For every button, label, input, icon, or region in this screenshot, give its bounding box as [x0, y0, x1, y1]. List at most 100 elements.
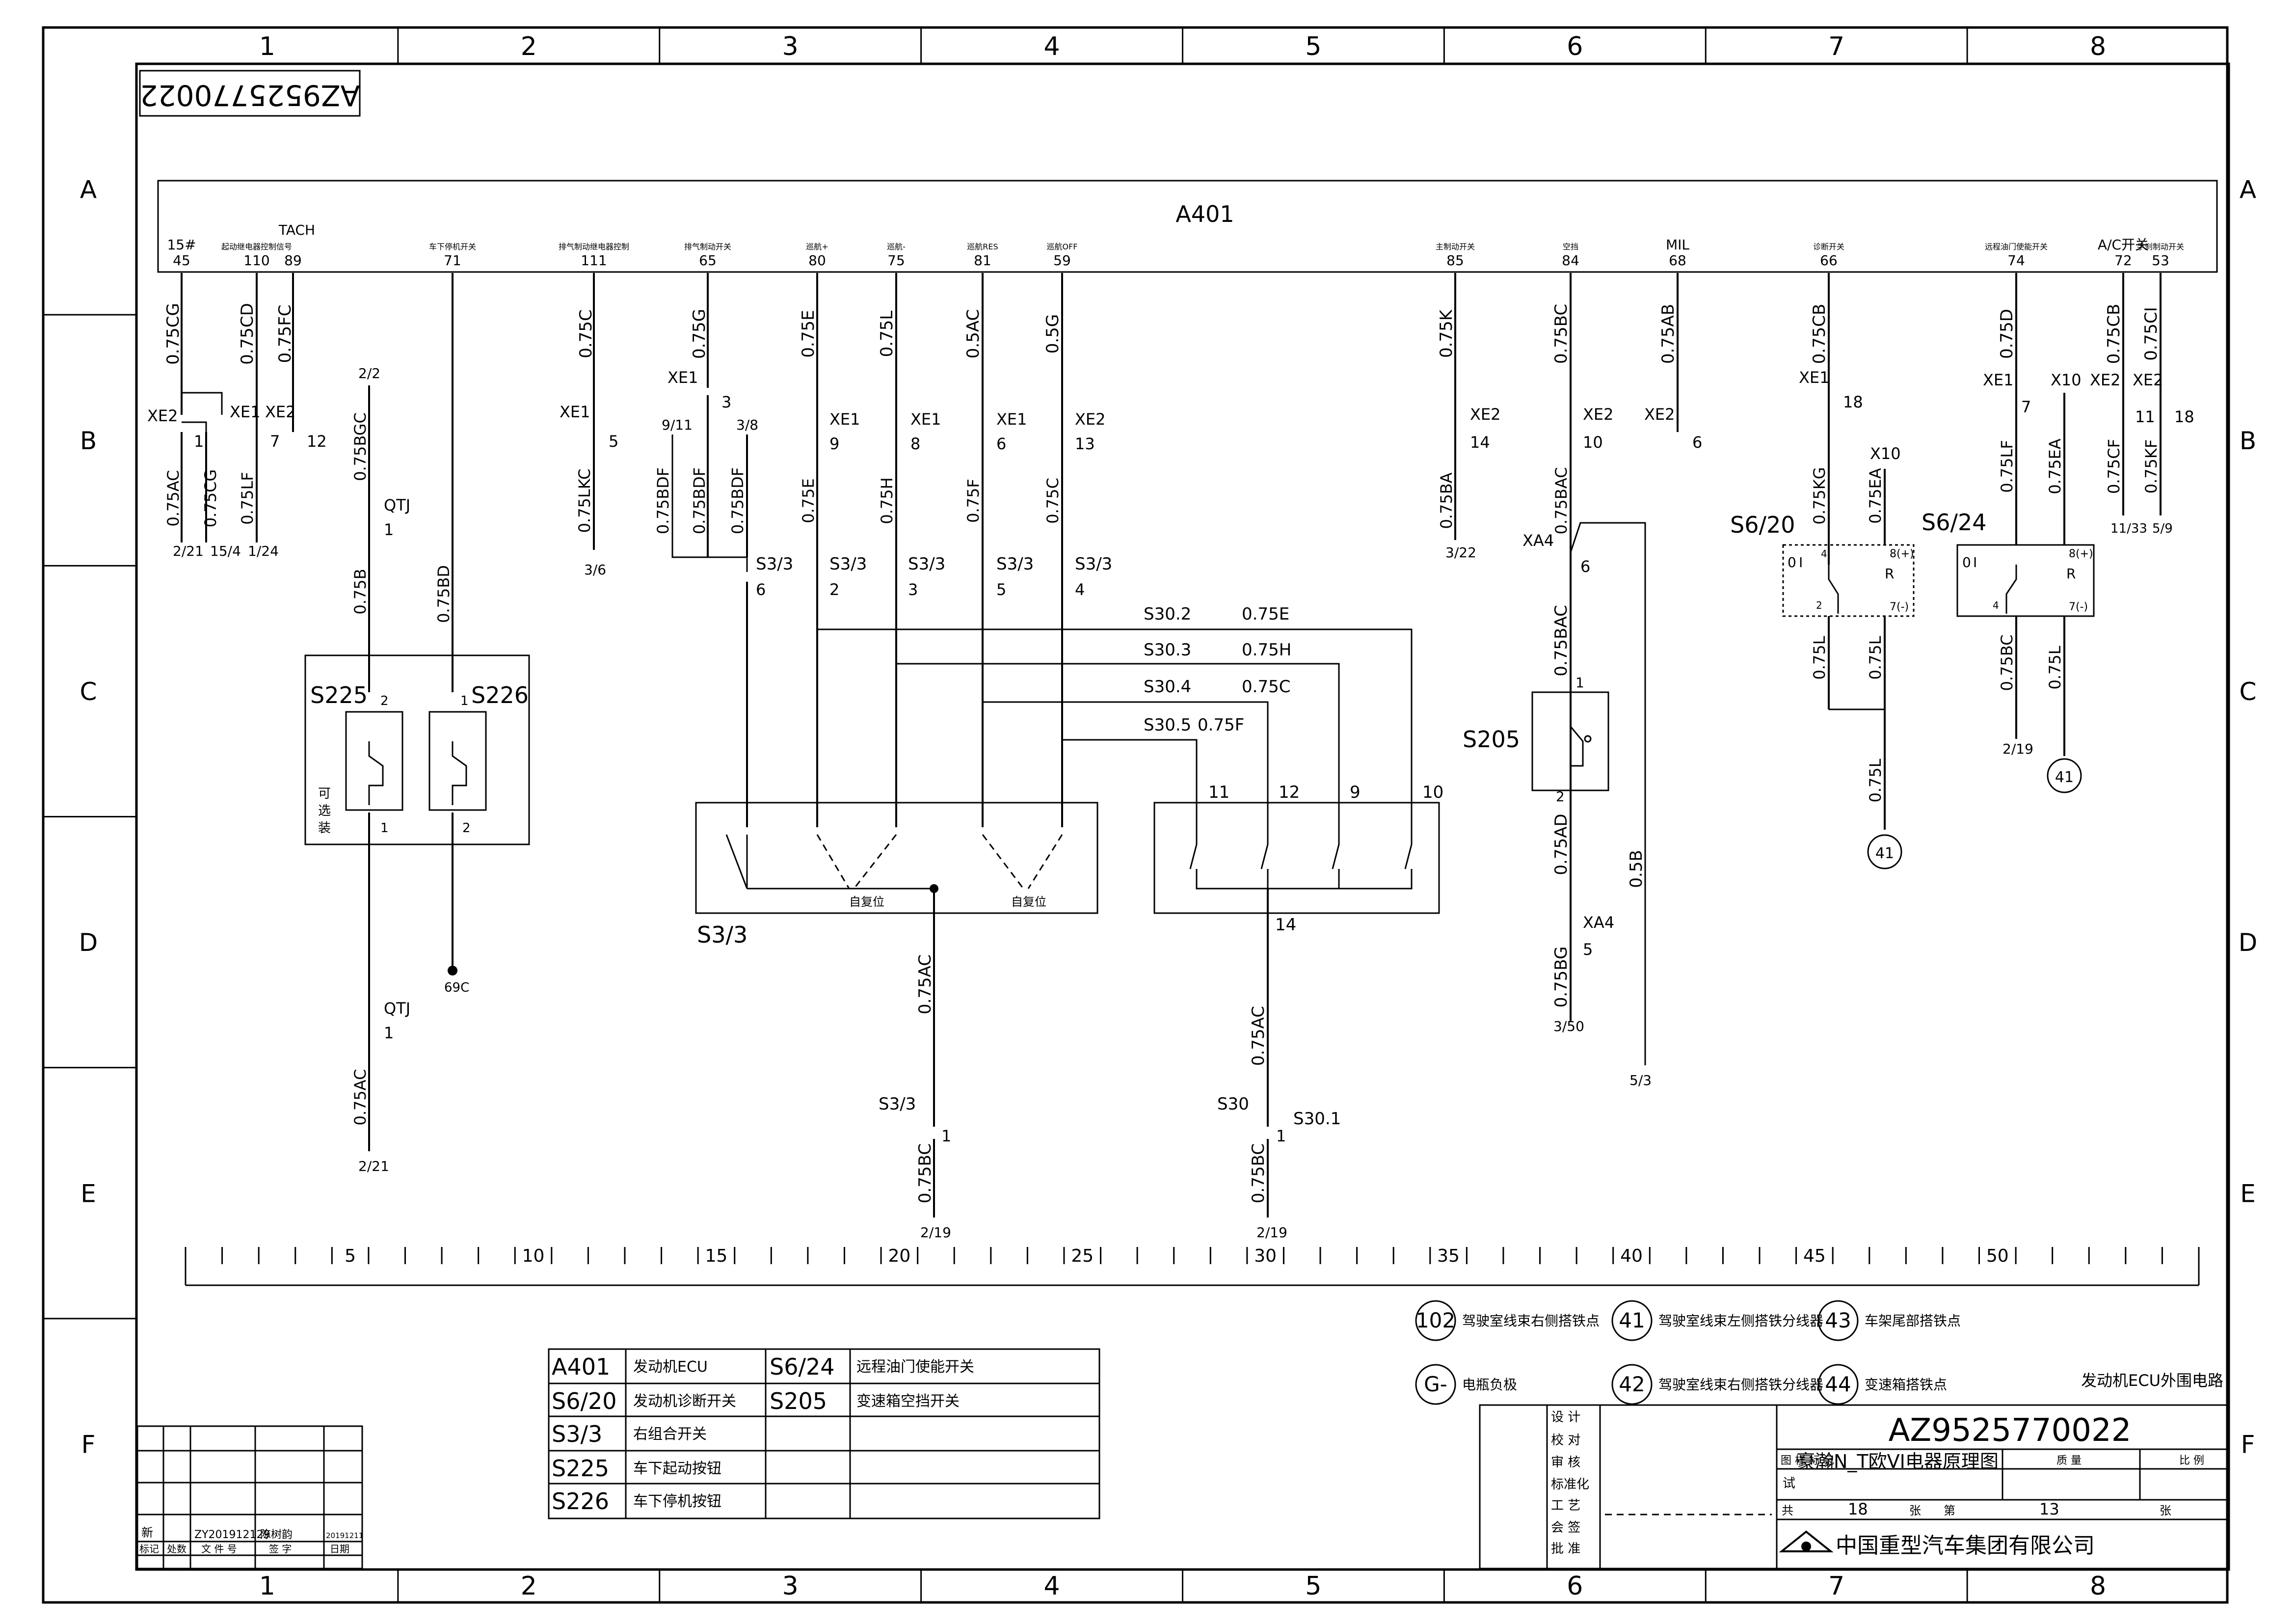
svg-text:XE1: XE1	[996, 410, 1027, 429]
svg-text:8: 8	[910, 434, 920, 453]
svg-text:2: 2	[829, 580, 839, 599]
ground-point-id: 102	[1416, 1308, 1455, 1332]
svg-text:10: 10	[1422, 783, 1443, 802]
svg-text:0: 0	[1788, 554, 1796, 570]
ruler-number: 5	[345, 1246, 356, 1266]
svg-text:0.75BAC: 0.75BAC	[1551, 605, 1571, 676]
svg-text:3/22: 3/22	[1445, 544, 1476, 561]
svg-text:20191211: 20191211	[326, 1531, 363, 1540]
svg-text:0.75CB: 0.75CB	[2104, 304, 2124, 364]
svg-text:XA4: XA4	[1583, 913, 1614, 932]
svg-text:0.75F: 0.75F	[1198, 715, 1244, 735]
ground-point-id: G-	[1424, 1372, 1447, 1396]
svg-text:3: 3	[908, 580, 918, 599]
ecu-pin-number: 85	[1446, 252, 1464, 269]
ecu-pin-function: 空挡	[1563, 242, 1578, 251]
grid-col-label-bottom: 8	[2090, 1571, 2106, 1601]
svg-text:0.75L: 0.75L	[1866, 758, 1885, 802]
svg-text:7(-): 7(-)	[1890, 601, 1909, 613]
svg-text:0.75F: 0.75F	[964, 479, 983, 523]
svg-text:0.75CG: 0.75CG	[163, 303, 183, 365]
svg-text:0.75K: 0.75K	[1437, 309, 1456, 358]
svg-text:图 样 标 记: 图 样 标 记	[1781, 1455, 1834, 1467]
svg-text:XE2: XE2	[147, 406, 178, 425]
circuit-pin85: 0.75K XE2 14 0.75BA 3/22	[1437, 273, 1501, 561]
svg-text:R: R	[2066, 566, 2076, 582]
svg-text:12: 12	[307, 432, 327, 451]
svg-text:1: 1	[384, 1024, 394, 1042]
grid-col-label-top: 1	[259, 32, 275, 61]
circuit-pin75: 0.75L XE1 8 0.75H S3/3 3	[877, 273, 945, 827]
svg-text:0.5B: 0.5B	[1627, 850, 1646, 888]
svg-text:0.5AC: 0.5AC	[963, 309, 983, 358]
ruler-number: 25	[1071, 1246, 1094, 1266]
svg-text:陈树韵: 陈树韵	[260, 1529, 293, 1541]
svg-text:1: 1	[941, 1127, 951, 1145]
ecu-pins: 4515#110起动继电器控制信号89TACH71车下停机开关111排气制动继电…	[167, 222, 2184, 269]
ecu-pin-number: 111	[581, 252, 607, 269]
svg-text:0.75G: 0.75G	[690, 309, 709, 359]
s30-cross-wires: S30.2 0.75E S30.3 0.75H S30.4 0.75C S30.…	[817, 604, 1413, 803]
svg-text:18: 18	[1848, 1500, 1868, 1518]
grid-row-dividers	[43, 314, 2229, 1320]
svg-text:8(+): 8(+)	[2069, 548, 2093, 560]
svg-text:4: 4	[1075, 580, 1085, 599]
grid-row-label-left: B	[80, 427, 97, 455]
svg-text:审 核: 审 核	[1551, 1455, 1580, 1470]
svg-text:0.75B: 0.75B	[351, 568, 370, 614]
svg-text:1: 1	[1276, 1127, 1286, 1145]
circuit-pin89: 0.75FC XE2 12	[265, 273, 327, 451]
ecu-pin-function: 诊断开关	[1813, 242, 1844, 251]
ground-point-id: 41	[1619, 1308, 1645, 1332]
svg-text:装: 装	[318, 821, 331, 836]
svg-text:XE2: XE2	[1470, 405, 1501, 424]
circuit-s225: 2/2 0.75BGC QTJ 1 0.75B QTJ 1 0.75AC 2/2…	[351, 365, 410, 1174]
grid-col-label-bottom: 6	[1567, 1571, 1583, 1601]
grid-row-label-right: E	[2240, 1179, 2256, 1208]
switch-box-s225-s226: S225 S226 2 1 1 2 可 选 装	[304, 654, 530, 845]
svg-text:XA4: XA4	[1522, 531, 1554, 550]
svg-text:0.75CG: 0.75CG	[201, 469, 220, 527]
svg-text:3/50: 3/50	[1553, 1018, 1584, 1034]
svg-text:1: 1	[460, 694, 469, 708]
svg-text:0.5G: 0.5G	[1043, 314, 1063, 353]
ecu-pin-number: 72	[2114, 252, 2132, 269]
svg-text:I: I	[1973, 554, 1977, 570]
grid-col-label-bottom: 2	[521, 1571, 537, 1601]
svg-text:0.75AC: 0.75AC	[1249, 1006, 1268, 1066]
svg-text:11/33: 11/33	[2110, 521, 2147, 536]
svg-text:0.75E: 0.75E	[799, 310, 818, 357]
ecu-pin-function: TACH	[278, 222, 315, 238]
svg-text:2/19: 2/19	[2002, 741, 2033, 757]
grid-row-label-left: C	[80, 677, 97, 706]
component-code: S225	[552, 1455, 609, 1482]
circuit-pin53: 0.75CI XE2 18 0.75KF 5/9	[2133, 273, 2194, 536]
component-name: 发动机ECU	[633, 1358, 708, 1376]
svg-text:共: 共	[1782, 1504, 1793, 1517]
svg-text:会 签: 会 签	[1551, 1520, 1580, 1535]
svg-text:0.75C: 0.75C	[1242, 677, 1290, 697]
svg-text:XE2: XE2	[1644, 405, 1675, 424]
ecu-pin-number: 66	[1820, 252, 1838, 269]
svg-text:5/3: 5/3	[1629, 1072, 1652, 1088]
svg-text:设 计: 设 计	[1551, 1410, 1580, 1425]
svg-text:XE2: XE2	[1075, 410, 1106, 429]
svg-text:0.75EA: 0.75EA	[2046, 438, 2064, 494]
svg-text:S30.5: S30.5	[1144, 715, 1191, 735]
svg-text:XE2: XE2	[2133, 371, 2163, 389]
svg-text:S30.2: S30.2	[1144, 604, 1191, 624]
grid-col-label-bottom: 1	[259, 1571, 275, 1601]
circuit-pin80: 0.75E XE1 9 0.75E S3/3 2	[799, 273, 867, 827]
ruler-number: 35	[1437, 1246, 1460, 1266]
grid-row-label-left: A	[80, 176, 97, 204]
drawing-number-rotated: AZ9525770022	[140, 79, 360, 112]
ecu-a401: A401	[157, 180, 2218, 273]
svg-text:0.75BC: 0.75BC	[1998, 635, 2016, 691]
svg-text:ZY201912129: ZY201912129	[194, 1529, 270, 1541]
svg-text:11: 11	[1208, 783, 1229, 802]
svg-text:张: 张	[1909, 1504, 1921, 1517]
svg-text:0.75BD: 0.75BD	[434, 565, 453, 623]
svg-text:新: 新	[141, 1526, 153, 1540]
